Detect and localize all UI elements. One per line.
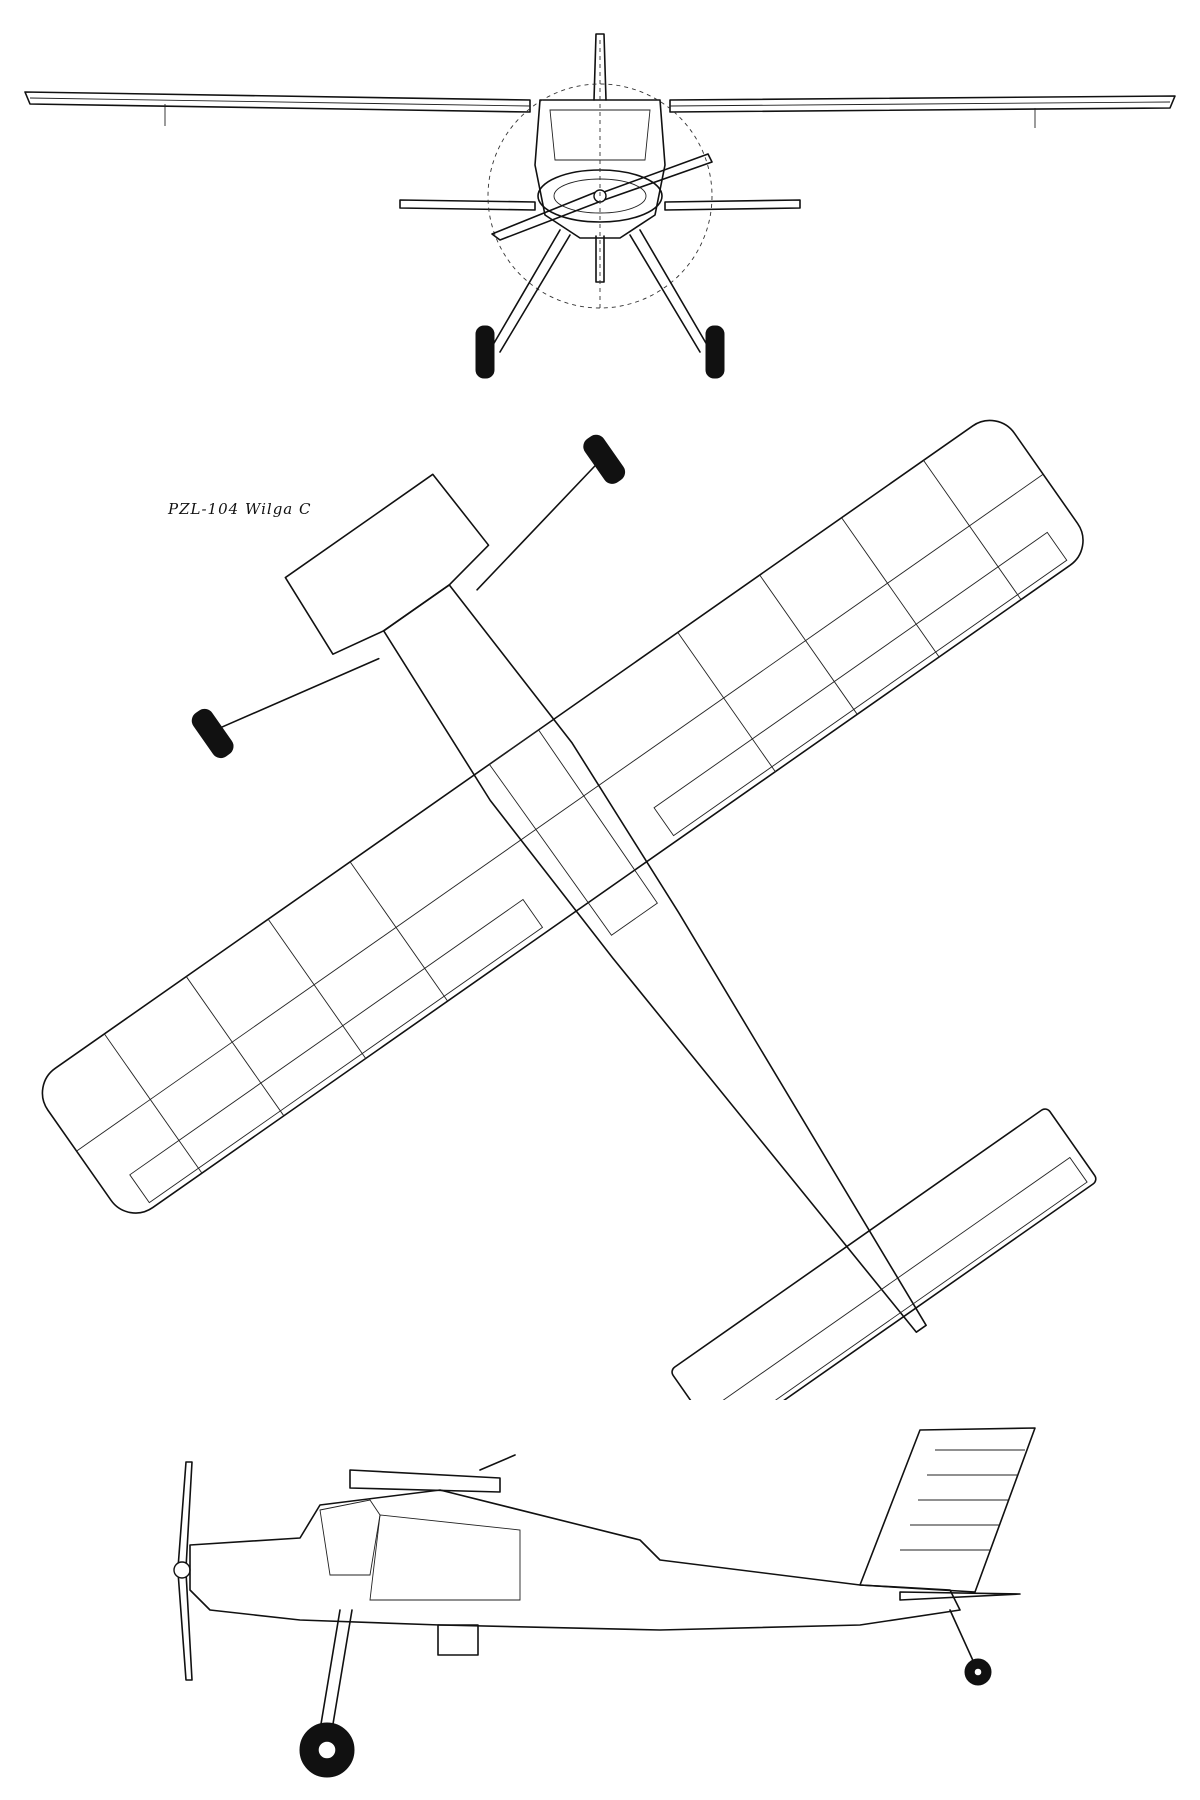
top-wing-ribs — [104, 460, 1022, 1174]
side-rudder-ribs — [900, 1449, 1025, 1551]
top-engine-cowling — [284, 473, 490, 655]
top-elevator — [708, 1156, 1088, 1400]
front-wing-left-spar — [29, 97, 531, 107]
top-wing-spar — [76, 473, 1044, 1152]
side-main-wheel-hub — [317, 1740, 337, 1760]
side-fin-rudder — [859, 1427, 1036, 1593]
top-flap-right — [653, 531, 1068, 837]
side-propeller — [177, 1461, 193, 1681]
front-tailplane — [399, 199, 801, 211]
front-view — [24, 33, 1176, 379]
top-tailplane — [671, 1108, 1097, 1400]
side-tailplane — [899, 1591, 1021, 1601]
top-flap-left — [129, 898, 544, 1204]
front-fin — [593, 33, 607, 101]
side-windscreen — [319, 1499, 381, 1576]
front-fuselage — [534, 99, 666, 239]
front-propeller-arc — [487, 83, 713, 309]
side-antenna — [479, 1454, 516, 1471]
front-gear-right-leg — [629, 229, 711, 353]
front-gear-left-leg — [489, 229, 571, 353]
top-gear-struts — [220, 464, 596, 728]
side-main-gear-leg — [319, 1609, 353, 1731]
front-wheel-right — [705, 325, 725, 379]
side-fuselage — [189, 1489, 961, 1631]
front-wing-right-spar — [669, 101, 1171, 107]
side-wing-section — [349, 1469, 501, 1493]
front-windscreen — [549, 109, 651, 161]
side-spinner — [173, 1561, 191, 1579]
drawing-caption: PZL-104 Wilga C — [168, 500, 312, 518]
side-door-window — [369, 1514, 521, 1601]
top-fuselage — [382, 584, 927, 1333]
front-wing-left — [24, 91, 531, 113]
side-tail-gear-leg — [949, 1609, 976, 1666]
top-cockpit — [488, 729, 658, 936]
side-step — [437, 1624, 479, 1656]
top-view — [41, 419, 1097, 1400]
side-tail-wheel-hub — [973, 1667, 983, 1677]
front-wheel-left — [475, 325, 495, 379]
